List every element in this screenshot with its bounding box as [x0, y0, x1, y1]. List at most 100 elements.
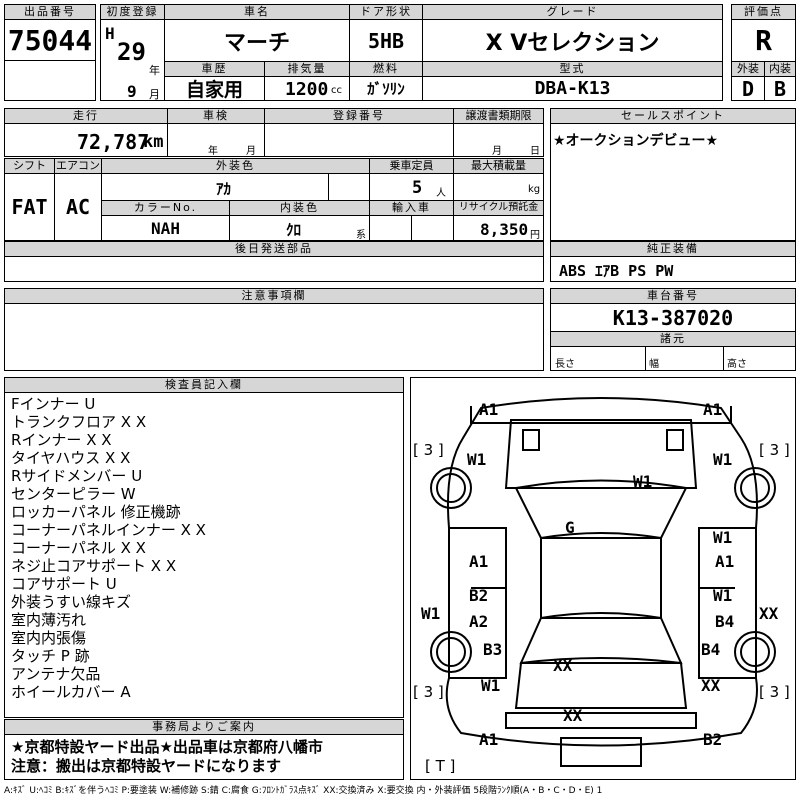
mileage-box: 72,787 km	[4, 123, 168, 157]
inspector-line: Rサイドメンバー U	[11, 467, 143, 485]
mark-b3-left: B3	[483, 640, 503, 659]
office-notice: ★京都特設ヤード出品★出品車は京都府八幡市 注意：搬出は京都特設ヤードになります	[4, 734, 404, 780]
color-number: NAH	[101, 215, 230, 241]
score: R	[731, 19, 796, 62]
seats: 5	[412, 178, 423, 198]
reg-month: 9	[127, 82, 137, 101]
color-label: 外装色	[101, 158, 370, 174]
specs-divider	[723, 347, 724, 370]
shift-label: シフト	[4, 158, 55, 174]
inspector-line: タイヤハウス X X	[11, 449, 131, 467]
inspector-line: ホイールカバー A	[11, 683, 131, 701]
tire-tread-fr: [ 3 ]	[759, 441, 790, 459]
inspector-line: トランクフロア X X	[11, 413, 147, 431]
transfer-day-unit: 日	[530, 146, 540, 157]
interior-color-unit: 系	[356, 230, 366, 241]
mark-b2-left: B2	[469, 586, 489, 605]
interior-label: 内装	[764, 61, 796, 77]
interior-grade: B	[764, 76, 796, 101]
fuel: ｶﾞｿﾘﾝ	[349, 76, 423, 101]
office-line: 注意：搬出は京都特設ヤードになります	[11, 757, 282, 775]
legend: A:ｷｽﾞ U:ﾍｺﾐ B:ｷｽﾞを伴うﾍｺﾐ P:要塗装 W:補修跡 S:錆 …	[4, 786, 603, 796]
seats-box: 5 人	[369, 173, 454, 201]
mileage-label: 走行	[4, 108, 168, 124]
inspection-box: 年 月	[167, 123, 265, 157]
inspector-line: アンテナ欠品	[11, 665, 101, 683]
shipping-parts	[4, 256, 544, 282]
grade-label: グレード	[422, 4, 723, 20]
mark-b4-right-rear: B4	[701, 640, 721, 659]
displacement-unit: cc	[331, 85, 342, 96]
transfer-month-unit: 月	[492, 146, 502, 157]
specs-divider	[645, 347, 646, 370]
length-label: 長さ	[555, 359, 575, 370]
notes-label: 注意事項欄	[4, 288, 544, 304]
height-label: 高さ	[727, 359, 747, 370]
office-line: ★京都特設ヤード出品★出品車は京都府八幡市	[11, 738, 323, 756]
genuine-equipment: ABS ｴｱB PS PW	[559, 262, 674, 280]
tire-tread-spare: [ T ]	[425, 757, 456, 775]
mark-b4-right: B4	[715, 612, 735, 631]
displacement-box: 1200 cc	[264, 76, 350, 101]
recycle-label: リサイクル預託金	[453, 200, 544, 216]
inspector-line: コーナーパネルインナー X X	[11, 521, 206, 539]
genuine-equip-label: 純正装備	[550, 241, 796, 257]
door-label: ドア形状	[349, 4, 423, 20]
sales-point: ★オークションデビュー★	[553, 133, 719, 149]
inspector-line: コアサポート U	[11, 575, 117, 593]
model-label: 型式	[422, 61, 723, 77]
mark-xx-bumper: XX	[563, 706, 583, 725]
inspector-line: Fインナー U	[11, 395, 96, 413]
mark-w1-hood: W1	[633, 472, 653, 491]
transfer-box: 月 日	[453, 123, 544, 157]
inspector-line: ロッカーパネル 修正機跡	[11, 503, 181, 521]
specs-box: 長さ 幅 高さ	[550, 346, 796, 371]
sales-point-label: セールスポイント	[550, 108, 796, 124]
exterior-label: 外装	[731, 61, 765, 77]
reg-year: 29	[117, 38, 146, 66]
exterior-color: ｱｶ	[216, 180, 232, 198]
inspection-label: 車検	[167, 108, 265, 124]
inspector-line: 室内薄汚れ	[11, 611, 87, 629]
tire-tread-rl: [ 3 ]	[413, 683, 444, 701]
fuel-label: 燃料	[349, 61, 423, 77]
office-label: 事務局よりご案内	[4, 719, 404, 735]
specs-label: 諸元	[550, 331, 796, 347]
import-label: 輸入車	[369, 200, 454, 216]
lot-blank	[4, 60, 96, 101]
inspector-line: センターピラー W	[11, 485, 136, 503]
lot-label: 出品番号	[4, 4, 96, 20]
recycle-fee: 8,350	[480, 220, 529, 239]
door-type: 5HB	[349, 19, 423, 62]
genuine-equip-box: ABS ｴｱB PS PW	[550, 256, 796, 282]
month-unit: 月	[149, 88, 160, 101]
chassis-number: K13-387020	[550, 303, 796, 332]
car-name: マーチ	[164, 19, 350, 62]
mileage: 72,787	[77, 130, 150, 154]
inspector-line: 外装うすい線キズ	[11, 593, 132, 611]
year-unit: 年	[149, 64, 160, 77]
mark-windshield: G	[565, 518, 575, 537]
model-code: DBA-K13	[422, 76, 723, 101]
lot-number: 75044	[4, 19, 96, 61]
car-name-label: 車名	[164, 4, 350, 20]
displacement: 1200	[285, 79, 329, 100]
mark-w1-left: W1	[467, 450, 487, 469]
inspector-line: コーナーパネル X X	[11, 539, 146, 557]
damage-diagram: A1 A1 [ 3 ] [ 3 ] W1 W1 W1 G W1 A1 A1 B2…	[410, 377, 796, 780]
first-reg-label: 初度登録	[100, 4, 165, 20]
exterior-grade: D	[731, 76, 765, 101]
recycle-unit: 円	[530, 230, 540, 241]
registration-label: 登録番号	[264, 108, 454, 124]
color-sub-cell	[328, 173, 370, 201]
inspection-month-unit: 月	[246, 146, 256, 157]
mark-xx-right-sill: XX	[759, 604, 779, 623]
mark-a1-left-door: A1	[469, 552, 489, 571]
mark-a1-right-door: A1	[715, 552, 735, 571]
chassis-label: 車台番号	[550, 288, 796, 304]
mark-w1-left-sill: W1	[421, 604, 441, 623]
era: H	[105, 24, 115, 43]
tire-tread-fl: [ 3 ]	[413, 441, 444, 459]
